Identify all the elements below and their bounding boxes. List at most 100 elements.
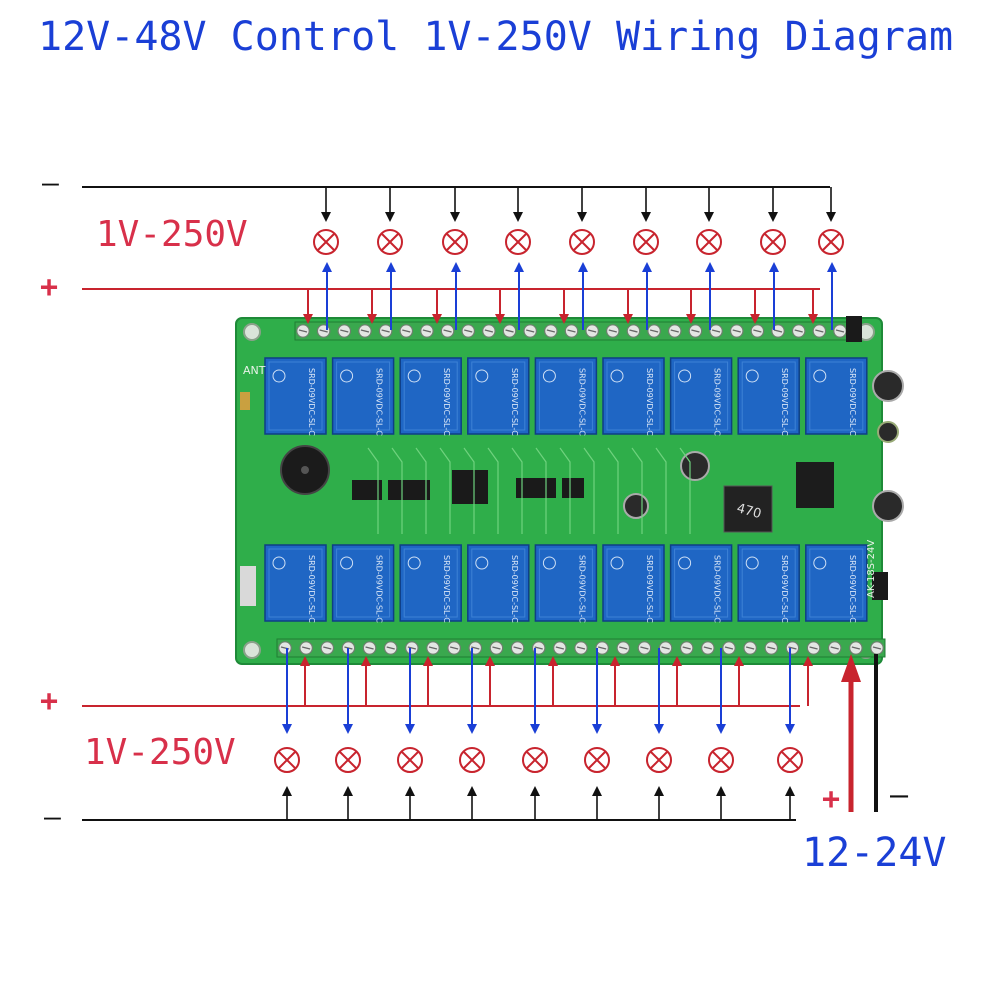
lamp-icon: [777, 747, 803, 773]
relay-model-text: SRD-09VDC-SL-C: [780, 555, 789, 623]
relay-logo: [813, 369, 827, 383]
screw-slot: [464, 329, 473, 333]
relay-inner: [606, 548, 661, 618]
button-bottom: [872, 572, 888, 600]
relay-body: [805, 544, 868, 622]
arrow-down: [641, 212, 651, 222]
relay-logo: [407, 556, 421, 570]
screw-slot: [323, 646, 332, 650]
screw-slot: [449, 646, 459, 650]
screw-slot: [794, 329, 803, 333]
relay: SRD-09VDC-SL-C: [331, 544, 395, 623]
power-plus-label: +: [822, 782, 841, 817]
pcb-trace: [511, 447, 523, 534]
lamp-icon: [505, 229, 531, 255]
screw-slot: [576, 646, 586, 650]
screw-slot: [691, 329, 700, 333]
pcb-trace: [559, 447, 571, 534]
arrow-down: [826, 212, 836, 222]
relay-inner: [809, 548, 864, 618]
screw-slot: [670, 329, 679, 333]
arrow-up: [322, 262, 332, 272]
lamp-cross: [781, 751, 799, 769]
arrow-down: [495, 314, 505, 324]
screw-slot: [567, 329, 576, 333]
relay: SRD-09VDC-SL-C: [669, 357, 733, 436]
relay: SRD-09VDC-SL-C: [602, 544, 665, 623]
power-positive-arrow: [841, 654, 861, 682]
arrow-down: [385, 212, 395, 222]
relay-model-text: SRD-09VDC-SL-C: [442, 368, 451, 436]
antenna-connector: [240, 392, 250, 410]
arrow-down: [716, 724, 726, 734]
relay-model-text: SRD-09VDC-SL-C: [713, 368, 722, 436]
relay-logo: [340, 556, 354, 570]
arrow-down: [530, 724, 540, 734]
screw-slot: [505, 329, 514, 333]
screw-slot: [526, 329, 535, 333]
arrow-down: [592, 724, 602, 734]
top-minus-label: –: [42, 166, 59, 199]
relay-body: [331, 544, 395, 622]
relay-inner: [403, 548, 458, 618]
arrow-up: [405, 786, 415, 796]
relay-logo: [678, 369, 692, 383]
arrow-up: [485, 656, 495, 666]
screw-slot: [619, 646, 628, 650]
relay-body: [534, 357, 598, 435]
arrow-up: [785, 786, 795, 796]
lamp-icon: [633, 229, 659, 255]
bottom-plus-label: +: [40, 684, 59, 719]
ic-chip: [352, 480, 382, 500]
relay: SRD-09VDC-SL-C: [737, 357, 800, 436]
relay-body: [669, 544, 733, 622]
relay-inner: [741, 361, 796, 431]
relay-inner: [336, 361, 391, 431]
relay-inner: [741, 548, 796, 618]
inductor-marking: 470: [735, 501, 763, 522]
relay-inner: [809, 361, 864, 431]
screw-slot: [732, 329, 741, 333]
relay-body: [602, 357, 665, 435]
arrow-down: [303, 314, 313, 324]
screw-slot: [513, 646, 522, 650]
screw-slot: [298, 329, 308, 333]
arrow-up: [451, 262, 461, 272]
lamp-icon: [760, 229, 786, 255]
capacitor: [872, 370, 904, 402]
arrow-up: [423, 656, 433, 666]
ic-chip: [388, 480, 430, 500]
lamp-icon: [397, 747, 423, 773]
relay: SRD-09VDC-SL-C: [399, 544, 462, 623]
arrow-down: [321, 212, 331, 222]
screw-slot: [484, 329, 494, 333]
relay-model-text: SRD-09VDC-SL-C: [307, 555, 316, 623]
top-plus-label: +: [40, 270, 59, 305]
lamp-cross: [822, 233, 840, 251]
pcb-trace: [367, 447, 379, 534]
screw-slot: [649, 329, 659, 333]
relay-body: [264, 357, 327, 435]
relay-model-text: SRD-09VDC-SL-C: [645, 555, 654, 623]
screw-slot: [301, 646, 311, 650]
screw-slot: [809, 646, 818, 650]
power-voltage-label: 12-24V: [802, 830, 947, 876]
screw-slot: [443, 329, 452, 333]
arrow-down: [704, 212, 714, 222]
side-marking: AK-18S-24V: [866, 540, 877, 598]
bottom-voltage-label: 1V-250V: [84, 732, 236, 773]
pcb-trace: [463, 447, 475, 534]
relay: SRD-09VDC-SL-C: [399, 357, 462, 436]
screw-slot: [661, 646, 670, 650]
relay: SRD-09VDC-SL-C: [331, 357, 395, 436]
relay-model-text: SRD-09VDC-SL-C: [848, 368, 857, 436]
relay-inner: [268, 548, 323, 618]
inductor: [723, 485, 773, 533]
arrow-up: [672, 656, 682, 666]
lamp-cross: [381, 233, 399, 251]
lamp-cross: [339, 751, 357, 769]
relay-inner: [471, 361, 526, 431]
lamp-cross: [637, 233, 655, 251]
relay-body: [737, 357, 800, 435]
